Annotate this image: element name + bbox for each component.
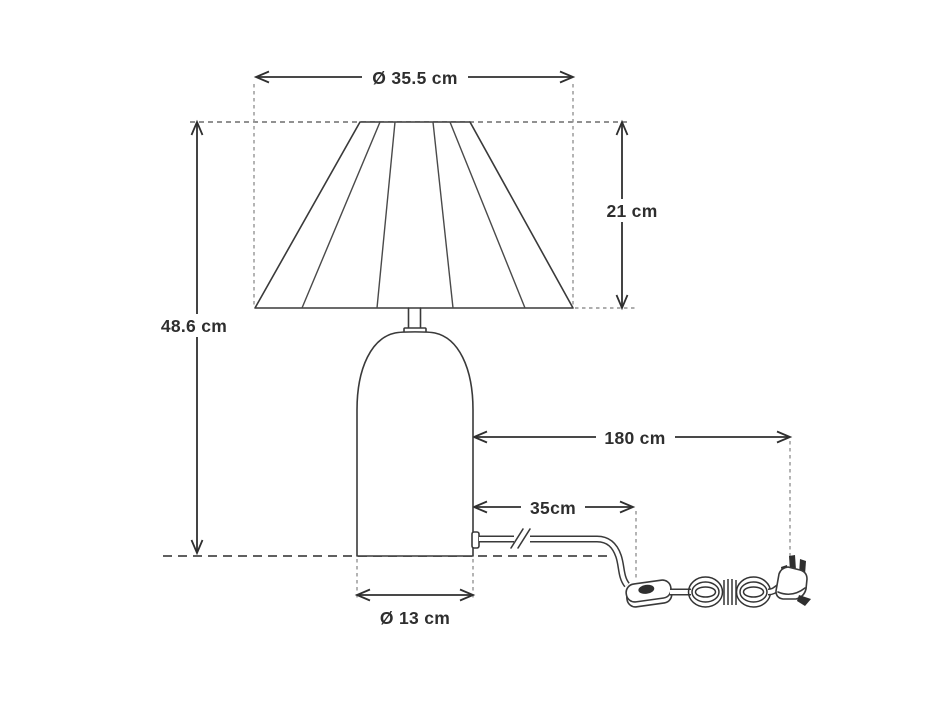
switch-toggle — [638, 584, 655, 594]
arrow-right-icon — [459, 588, 476, 602]
arrow-down-icon — [615, 294, 629, 311]
label-base-diameter: Ø 13 cm — [380, 608, 450, 628]
lamp-shade — [254, 121, 574, 309]
shade-pleats — [301, 121, 526, 309]
dimension-total-height — [190, 119, 204, 556]
label-switch-distance: 35cm — [530, 498, 576, 518]
arrow-left-icon — [354, 588, 371, 602]
dimension-labels: Ø 35.5 cm 21 cm 48.6 cm 180 cm 35cm Ø 13… — [155, 65, 675, 628]
coil-band — [723, 579, 737, 605]
arrow-up-icon — [190, 119, 204, 136]
plug-body-seam — [777, 587, 806, 596]
arrow-left-icon — [253, 70, 270, 84]
arrow-left-icon — [471, 500, 488, 514]
cord-break-symbol — [510, 528, 531, 549]
arrow-right-icon — [619, 500, 636, 514]
dimension-base-diameter — [354, 588, 476, 602]
lamp-neck — [407, 307, 422, 329]
uk-plug — [775, 555, 811, 606]
arrow-right-icon — [776, 430, 793, 444]
shade-pleat-line — [301, 121, 381, 309]
label-shade-diameter: Ø 35.5 cm — [372, 68, 457, 88]
shade-pleat-line — [376, 121, 396, 309]
power-cord — [471, 528, 630, 588]
arrow-left-icon — [471, 430, 488, 444]
shade-pleat-line — [449, 121, 526, 309]
coiled-cord — [687, 576, 772, 608]
coil-loop — [694, 586, 717, 598]
table-lamp — [254, 121, 574, 557]
shade-pleat-line — [432, 121, 454, 309]
coil-loop — [691, 581, 720, 603]
arrow-right-icon — [559, 70, 576, 84]
arrow-up-icon — [615, 119, 629, 136]
arrow-down-icon — [190, 539, 204, 556]
coil-loop — [739, 581, 768, 603]
coil-loop — [687, 576, 724, 608]
label-shade-height: 21 cm — [606, 201, 657, 221]
lamp-body — [356, 331, 474, 557]
plug-pin — [797, 595, 811, 606]
cord-segment-b — [530, 535, 630, 588]
label-cable-length: 180 cm — [604, 428, 665, 448]
label-total-height: 48.6 cm — [161, 316, 227, 336]
inline-switch — [625, 579, 673, 608]
cord-grommet — [471, 531, 480, 549]
coil-loop — [742, 586, 765, 598]
